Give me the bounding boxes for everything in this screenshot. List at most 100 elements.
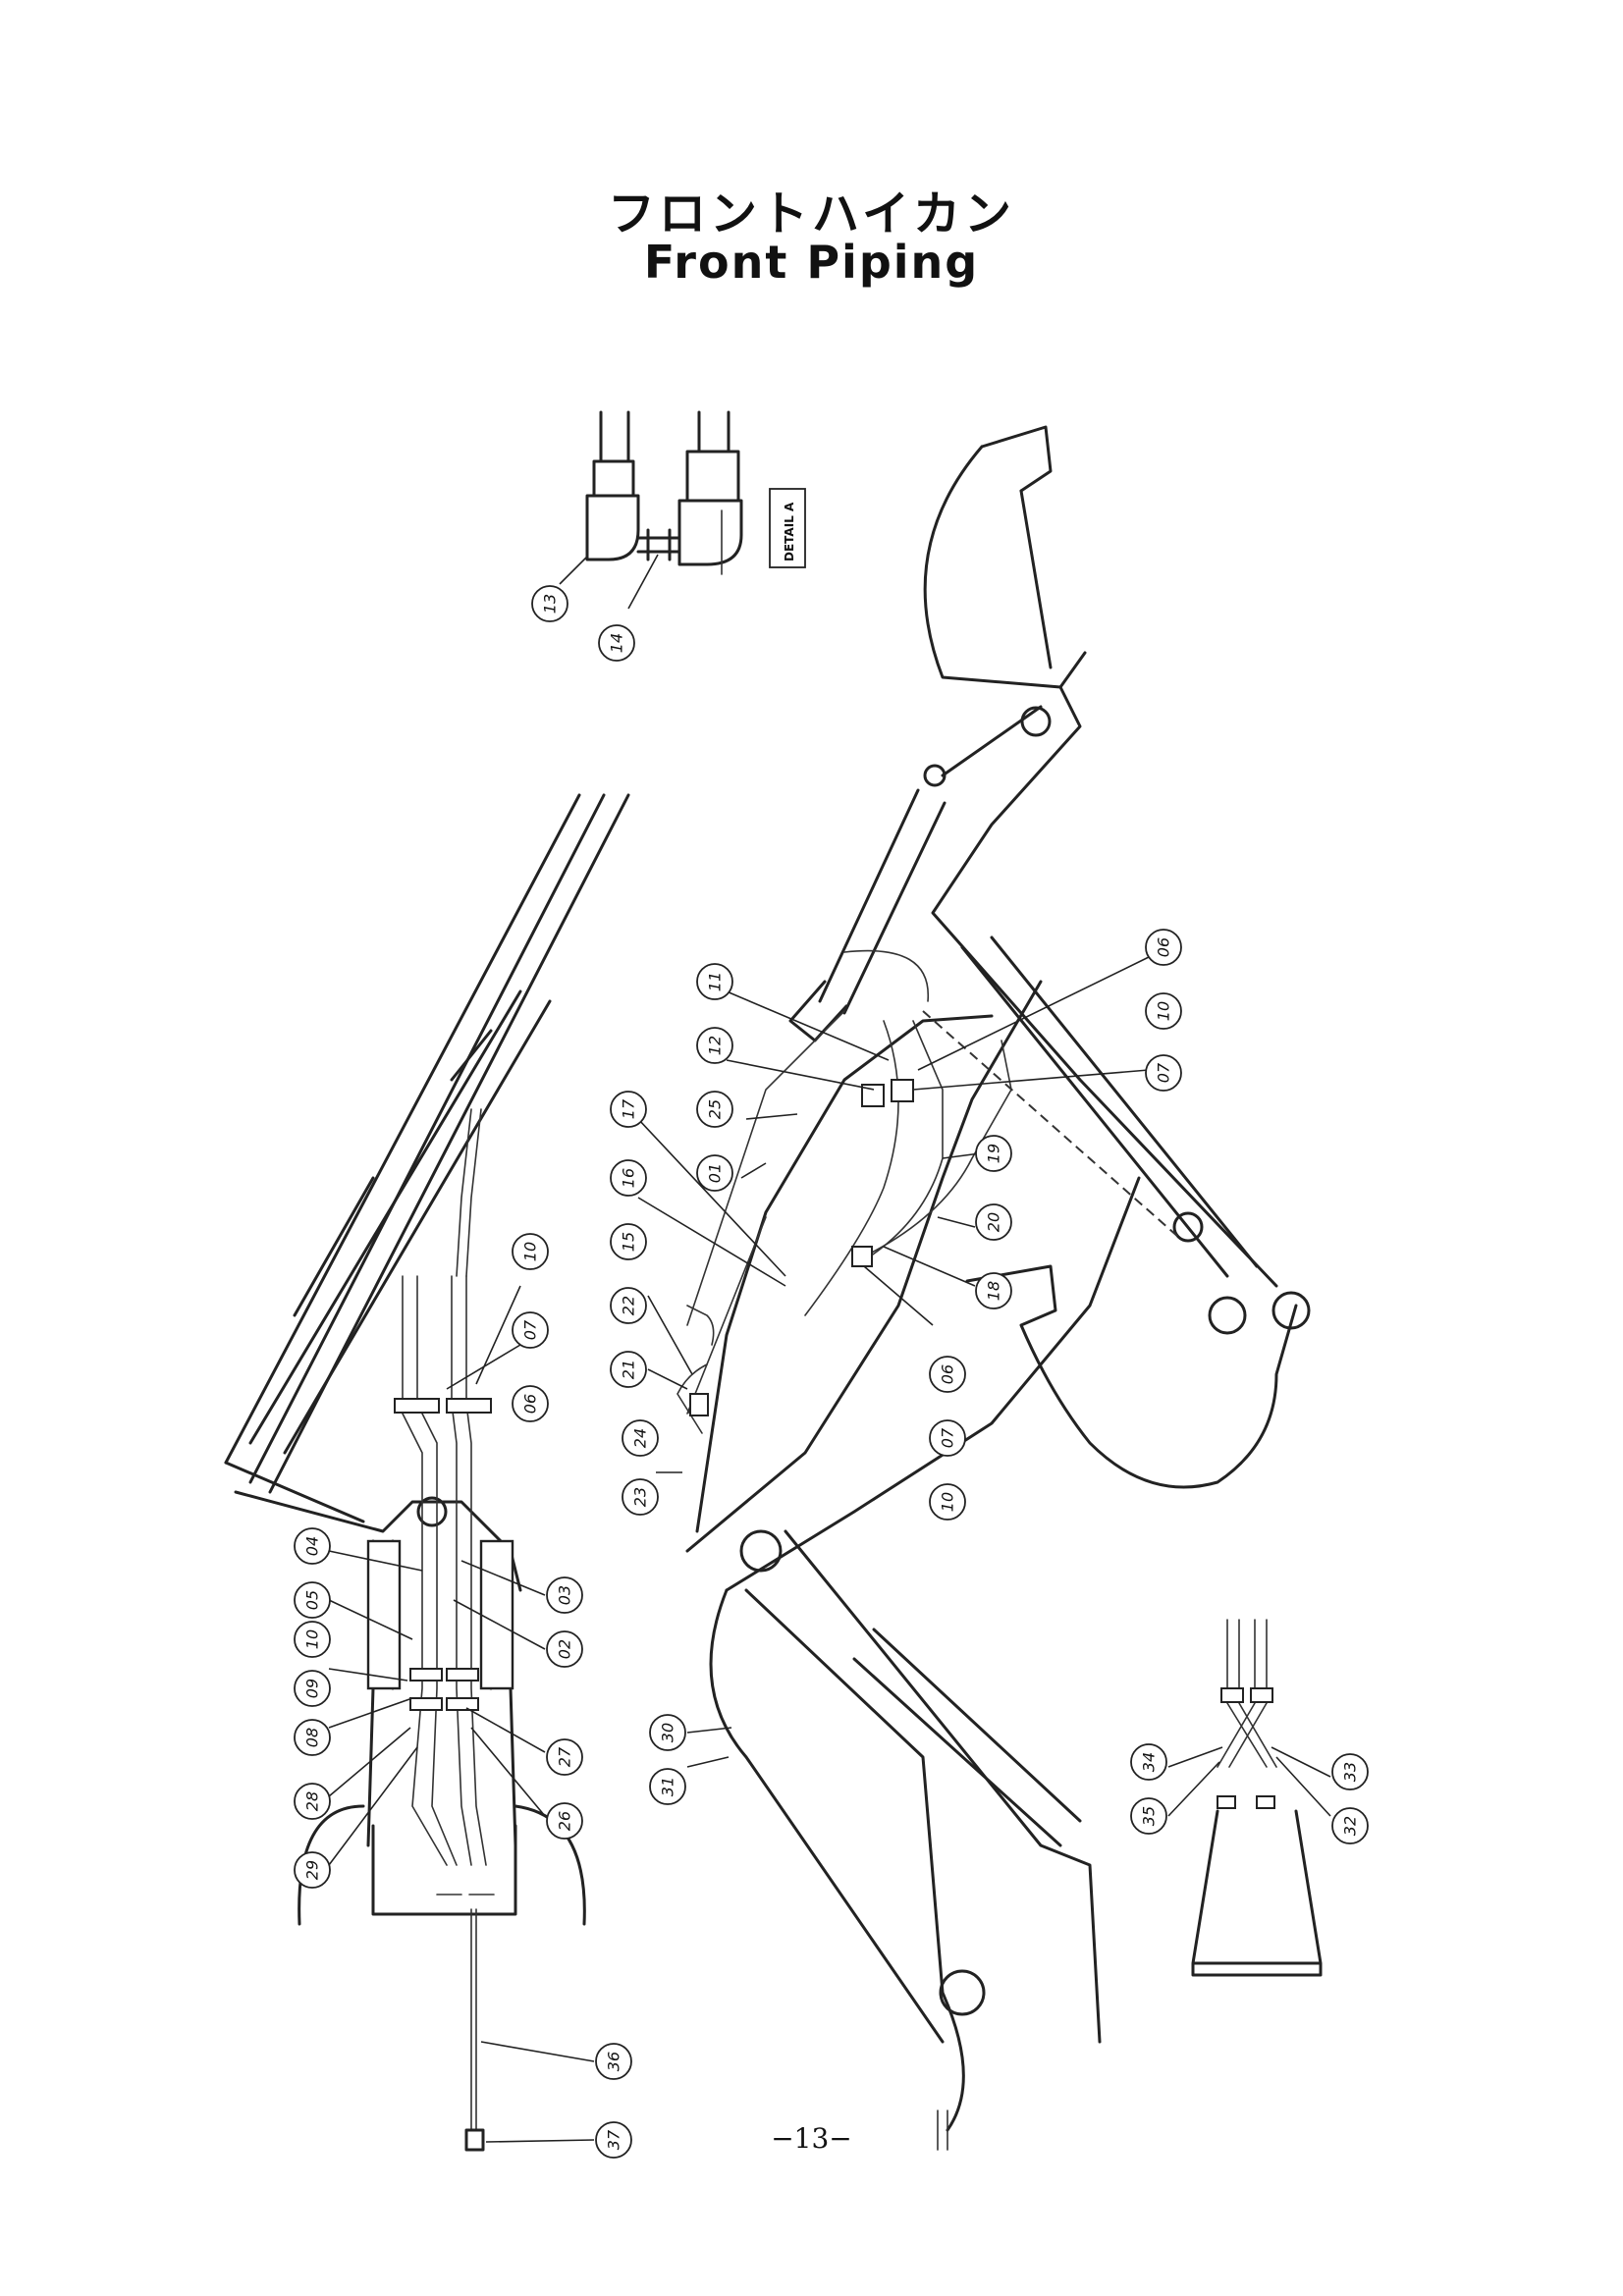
hose-clamp-4 xyxy=(851,1246,873,1267)
svg-text:30: 30 xyxy=(659,1723,677,1742)
svg-text:05: 05 xyxy=(303,1590,322,1610)
top-cylinder-left xyxy=(366,1539,402,1690)
callout-25: 25 xyxy=(696,1091,733,1128)
bucket-pin-1 xyxy=(1208,1296,1247,1335)
callout-07-top: 07 xyxy=(512,1311,549,1349)
page-title-english: Front Piping xyxy=(643,236,980,289)
boom-cylinder xyxy=(852,1628,1082,1847)
callout-07-right: 07 xyxy=(1145,1054,1182,1092)
hose-clamp-2 xyxy=(861,1084,885,1107)
callout-33: 33 xyxy=(1331,1753,1369,1790)
top-fittings xyxy=(436,1894,495,2131)
boom-hose-2 xyxy=(686,1010,899,1415)
top-boom-pin xyxy=(416,1496,448,1527)
top-clamp-4 xyxy=(446,1668,479,1682)
callout-10-top: 10 xyxy=(512,1233,549,1270)
callout-27: 27 xyxy=(546,1738,583,1776)
svg-text:32: 32 xyxy=(1341,1816,1360,1836)
inset-pipes-top xyxy=(1226,1619,1268,1689)
top-pipe-1 xyxy=(402,1275,448,1866)
detail-a-label: DETAIL A xyxy=(783,502,796,561)
callout-23: 23 xyxy=(622,1478,659,1516)
svg-text:12: 12 xyxy=(706,1036,725,1055)
inset-clamp-2 xyxy=(1250,1687,1273,1703)
callout-19: 19 xyxy=(975,1135,1012,1172)
svg-text:11: 11 xyxy=(706,972,725,991)
bucket-pin-2 xyxy=(1271,1291,1311,1330)
bucket-pin-3 xyxy=(1172,1211,1204,1243)
top-pipe-4 xyxy=(465,1275,487,1866)
svg-text:07: 07 xyxy=(939,1427,957,1448)
callout-26: 26 xyxy=(546,1802,583,1840)
svg-text:23: 23 xyxy=(631,1487,650,1507)
svg-text:18: 18 xyxy=(985,1281,1003,1301)
svg-text:26: 26 xyxy=(556,1811,574,1831)
svg-text:36: 36 xyxy=(605,2052,623,2071)
bucket-cylinder xyxy=(788,788,947,1042)
callout-01: 01 xyxy=(696,1154,733,1192)
svg-text:27: 27 xyxy=(556,1746,574,1767)
arm-pipe-end xyxy=(937,2109,948,2151)
callout-08: 08 xyxy=(294,1719,331,1756)
bucket-bottom xyxy=(965,1264,1298,1489)
detail-adapter xyxy=(636,528,681,561)
callout-24: 24 xyxy=(622,1419,659,1457)
svg-text:14: 14 xyxy=(608,633,626,653)
svg-text:35: 35 xyxy=(1140,1806,1159,1826)
top-pipe-2 xyxy=(416,1275,458,1866)
callout-36: 36 xyxy=(595,2043,632,2080)
detail-a-group: DETAIL A xyxy=(585,410,806,575)
svg-text:10: 10 xyxy=(521,1242,540,1261)
inset-pipes-cross xyxy=(1217,1702,1277,1768)
boom-outline xyxy=(685,980,1141,1592)
callout-20: 20 xyxy=(975,1203,1012,1241)
callout-06-right: 06 xyxy=(1145,929,1182,966)
callout-11: 11 xyxy=(696,963,733,1000)
arm-outline xyxy=(931,489,1278,1288)
boom-arm-group xyxy=(676,425,1311,2151)
svg-text:28: 28 xyxy=(303,1791,322,1811)
arm-hidden-line xyxy=(922,1010,1179,1238)
svg-text:02: 02 xyxy=(556,1639,574,1659)
svg-text:07: 07 xyxy=(1155,1062,1173,1083)
svg-text:08: 08 xyxy=(303,1728,322,1747)
callout-10-right: 10 xyxy=(1145,992,1182,1030)
callout-03: 03 xyxy=(546,1576,583,1614)
callout-29: 29 xyxy=(294,1851,331,1889)
callout-34: 34 xyxy=(1130,1743,1167,1781)
top-clamp-2 xyxy=(446,1398,492,1414)
svg-text:33: 33 xyxy=(1341,1762,1360,1782)
svg-text:24: 24 xyxy=(631,1428,650,1448)
hose-clamp-3 xyxy=(891,1079,914,1102)
svg-text:06: 06 xyxy=(521,1394,540,1414)
svg-text:06: 06 xyxy=(939,1364,957,1384)
boom-lower-pin xyxy=(939,1969,986,2016)
leader-lines xyxy=(328,554,1331,2143)
top-hose-loop xyxy=(456,1108,482,1277)
page-number: −13− xyxy=(771,2122,852,2155)
svg-text:37: 37 xyxy=(605,2129,623,2150)
svg-text:04: 04 xyxy=(303,1536,322,1556)
callout-07-mid: 07 xyxy=(929,1419,966,1457)
callout-18: 18 xyxy=(975,1272,1012,1309)
callout-12: 12 xyxy=(696,1027,733,1064)
top-pipe-3 xyxy=(451,1275,472,1866)
svg-text:16: 16 xyxy=(620,1168,638,1188)
callout-28: 28 xyxy=(294,1783,331,1820)
callout-35: 35 xyxy=(1130,1797,1167,1835)
inset-detail-group xyxy=(1191,1619,1323,1977)
callout-06-top: 06 xyxy=(512,1385,549,1422)
svg-text:17: 17 xyxy=(620,1098,638,1119)
callout-06-mid: 06 xyxy=(929,1356,966,1393)
callout-02: 02 xyxy=(546,1630,583,1668)
arm-pin-1 xyxy=(923,764,947,787)
arm-hose-pair xyxy=(676,1305,715,1434)
inset-clamp-3 xyxy=(1217,1795,1236,1809)
svg-text:01: 01 xyxy=(706,1163,725,1183)
callout-15: 15 xyxy=(610,1223,647,1260)
svg-text:10: 10 xyxy=(303,1629,322,1649)
callout-10-left: 10 xyxy=(294,1621,331,1658)
top-view-group xyxy=(224,793,630,2152)
callout-05: 05 xyxy=(294,1581,331,1619)
